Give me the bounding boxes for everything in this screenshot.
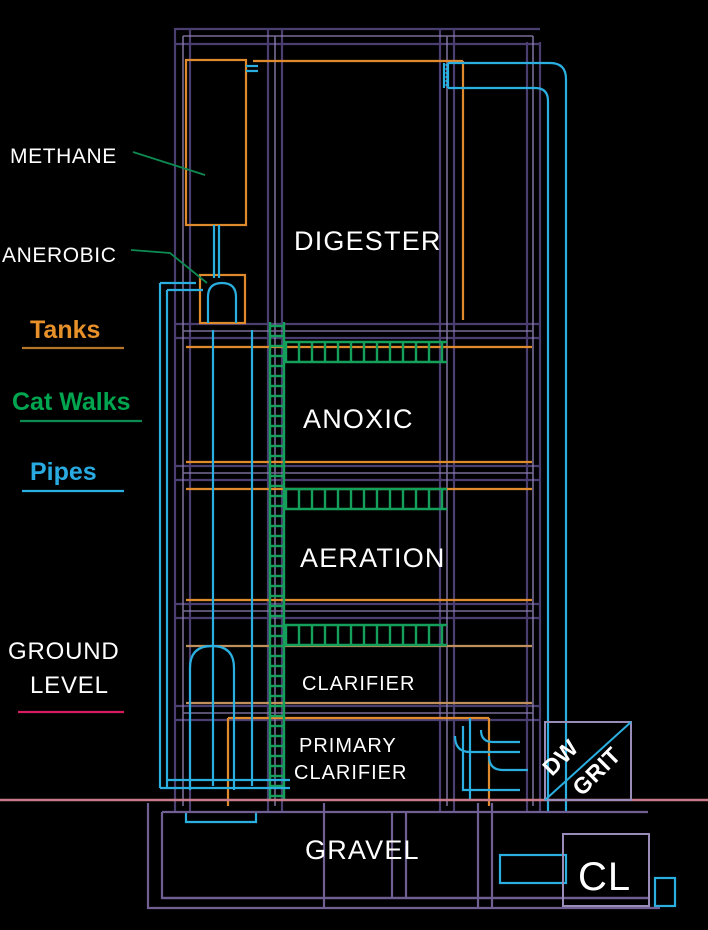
catwalk-middle <box>284 487 447 511</box>
methane-leader <box>132 151 206 176</box>
tank-label-digester: DIGESTER <box>294 226 442 256</box>
tank-label-clarifier: CLARIFIER <box>302 673 415 695</box>
structural-frame-secondary <box>182 35 534 806</box>
tank-label-aeration: AERATION <box>300 543 446 573</box>
legend-label-tanks: Tanks <box>30 316 100 344</box>
vertical-ladder <box>268 322 286 800</box>
piping-network <box>158 61 677 908</box>
callout-label-methane: METHANE <box>10 145 117 168</box>
callout-leaders <box>130 151 208 284</box>
tank-label-gravel: GRAVEL <box>305 835 420 865</box>
cl-box <box>562 833 650 907</box>
tank-label-primary-clarifier-line2: CLARIFIER <box>294 762 407 784</box>
catwalk-lower <box>284 623 447 647</box>
tank-outlines <box>184 58 532 602</box>
catwalk-upper <box>284 340 447 364</box>
dw-grit-box <box>544 721 632 801</box>
callout-label-anerobic: ANEROBIC <box>2 244 117 267</box>
legend-label-catwalks: Cat Walks <box>12 388 131 416</box>
tank-label-primary-clarifier-line1: PRIMARY <box>299 735 397 757</box>
box-label-cl: CL <box>578 855 631 899</box>
anerobic-leader <box>130 249 208 284</box>
tank-label-anoxic: ANOXIC <box>303 404 414 434</box>
ground-level-label-line2: LEVEL <box>30 672 109 699</box>
ground-level-label-line1: GROUND <box>8 638 119 665</box>
gravel-base <box>146 803 660 910</box>
legend-label-pipes: Pipes <box>30 458 97 486</box>
